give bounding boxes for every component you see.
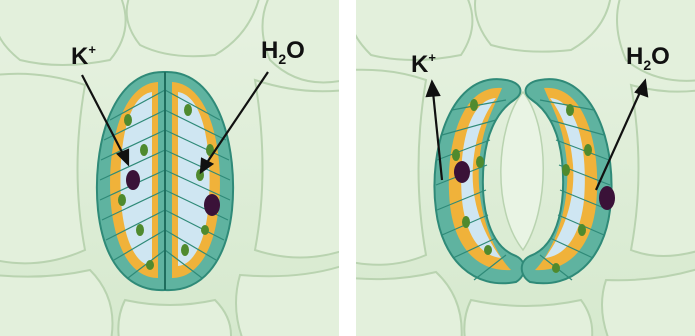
closed-stoma-diagram: K+ H2O [0,0,339,336]
guard-cell-pair [97,72,233,290]
left-nucleus [454,161,470,183]
closed-stoma-panel: K+ H2O [0,0,339,336]
right-nucleus [204,194,220,216]
left-nucleus [126,170,140,190]
right-nucleus [599,186,615,210]
open-stoma-panel: K+ H2O [356,0,695,336]
open-stoma-diagram: K+ H2O [356,0,695,336]
